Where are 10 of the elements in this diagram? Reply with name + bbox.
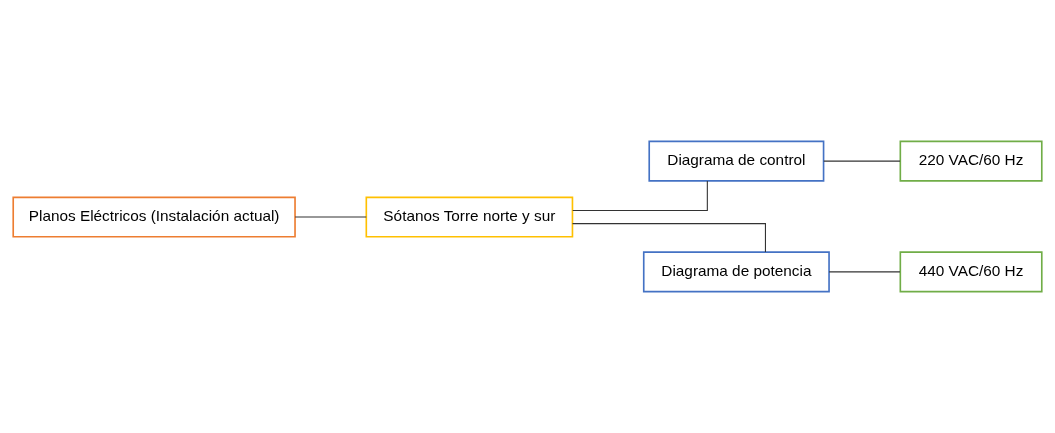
connector [823, 160, 901, 162]
node-box: Sótanos Torre norte y sur [365, 196, 574, 238]
connector [828, 271, 901, 273]
node-box: 440 VAC/60 Hz [899, 251, 1043, 293]
connector [572, 180, 708, 211]
node-box: Diagrama de control [648, 140, 825, 182]
connector [571, 223, 766, 253]
node-box: Planos Eléctricos (Instalación actual) [12, 196, 296, 238]
node-box: Diagrama de potencia [642, 251, 830, 293]
node-box: 220 VAC/60 Hz [899, 140, 1043, 182]
